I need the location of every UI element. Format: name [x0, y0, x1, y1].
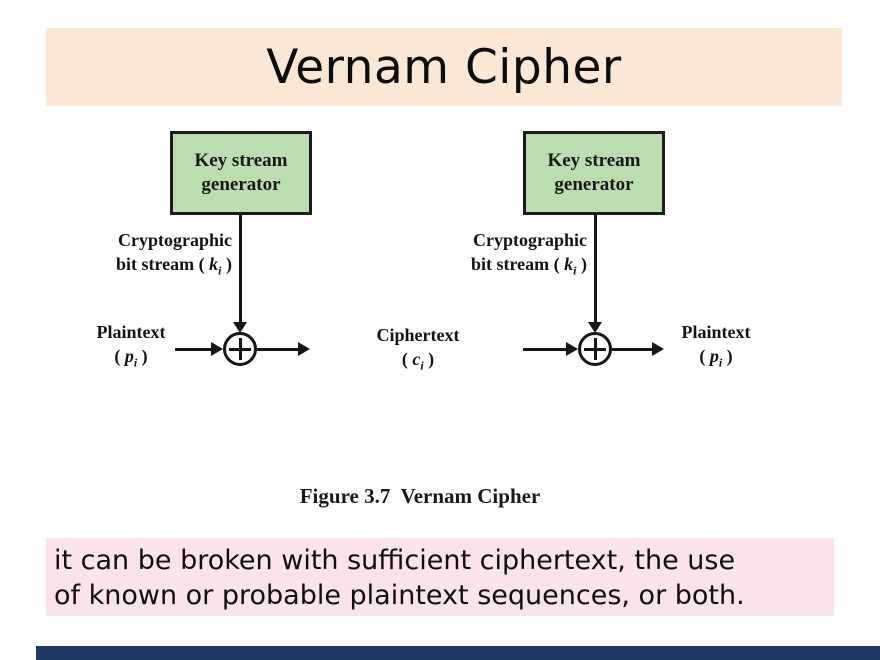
slide-title: Vernam Cipher	[266, 39, 622, 95]
plaintext-arrow-line-left	[175, 348, 211, 351]
key-stream-line-left	[239, 215, 242, 323]
note-line1: it can be broken with sufficient ciphert…	[54, 545, 736, 576]
ciphertext-symbol: ( ci )	[401, 349, 435, 373]
arrow-right-icon-in-right	[566, 342, 578, 356]
generator-label-line2: generator	[201, 174, 281, 195]
bit-stream-line2: bit stream ( ki )	[471, 254, 587, 278]
arrow-down-icon-left	[233, 322, 247, 333]
bit-stream-line1: Cryptographic	[473, 230, 587, 250]
generator-label-line2: generator	[554, 174, 634, 195]
ciphertext-arrow-line-right	[523, 348, 566, 351]
plaintext-label-left: Plaintext ( pi )	[83, 320, 179, 370]
key-stream-generator-box-left: Key stream generator	[170, 131, 312, 215]
cryptographic-bit-stream-label-right: Cryptographic bit stream ( ki )	[445, 228, 587, 278]
cryptographic-bit-stream-label-left: Cryptographic bit stream ( ki )	[90, 228, 232, 278]
plaintext-arrow-line-right	[612, 348, 652, 351]
figure-caption: Figure 3.7 Vernam Cipher	[299, 484, 541, 508]
xor-plus-vbar	[238, 338, 242, 360]
xor-plus-vbar	[593, 338, 597, 360]
ciphertext-label: Ciphertext ( ci )	[366, 323, 470, 373]
bit-stream-line2: bit stream ( ki )	[116, 254, 232, 278]
ciphertext-arrow-line-left	[257, 348, 298, 351]
plaintext-label-right: Plaintext ( pi )	[668, 320, 764, 370]
note-line2: of known or probable plaintext sequences…	[54, 580, 745, 611]
plaintext-symbol: ( pi )	[699, 346, 733, 370]
ciphertext-word: Ciphertext	[376, 325, 460, 345]
generator-label-line1: Key stream	[194, 150, 288, 171]
bottom-bar	[36, 646, 880, 660]
arrow-right-icon-out-left	[298, 342, 310, 356]
arrow-down-icon-right	[588, 322, 602, 333]
arrow-right-icon-in-left	[211, 342, 223, 356]
bit-stream-line1: Cryptographic	[118, 230, 232, 250]
plaintext-word: Plaintext	[681, 322, 751, 342]
generator-label-line1: Key stream	[547, 150, 641, 171]
xor-icon-left	[223, 332, 257, 366]
key-stream-generator-box-right: Key stream generator	[523, 131, 665, 215]
key-stream-line-right	[594, 215, 597, 323]
xor-icon-right	[578, 332, 612, 366]
plaintext-symbol: ( pi )	[114, 346, 148, 370]
note-box: it can be broken with sufficient ciphert…	[46, 538, 834, 616]
arrow-right-icon-out-right	[652, 342, 664, 356]
title-bar: Vernam Cipher	[46, 28, 842, 106]
plaintext-word: Plaintext	[96, 322, 166, 342]
